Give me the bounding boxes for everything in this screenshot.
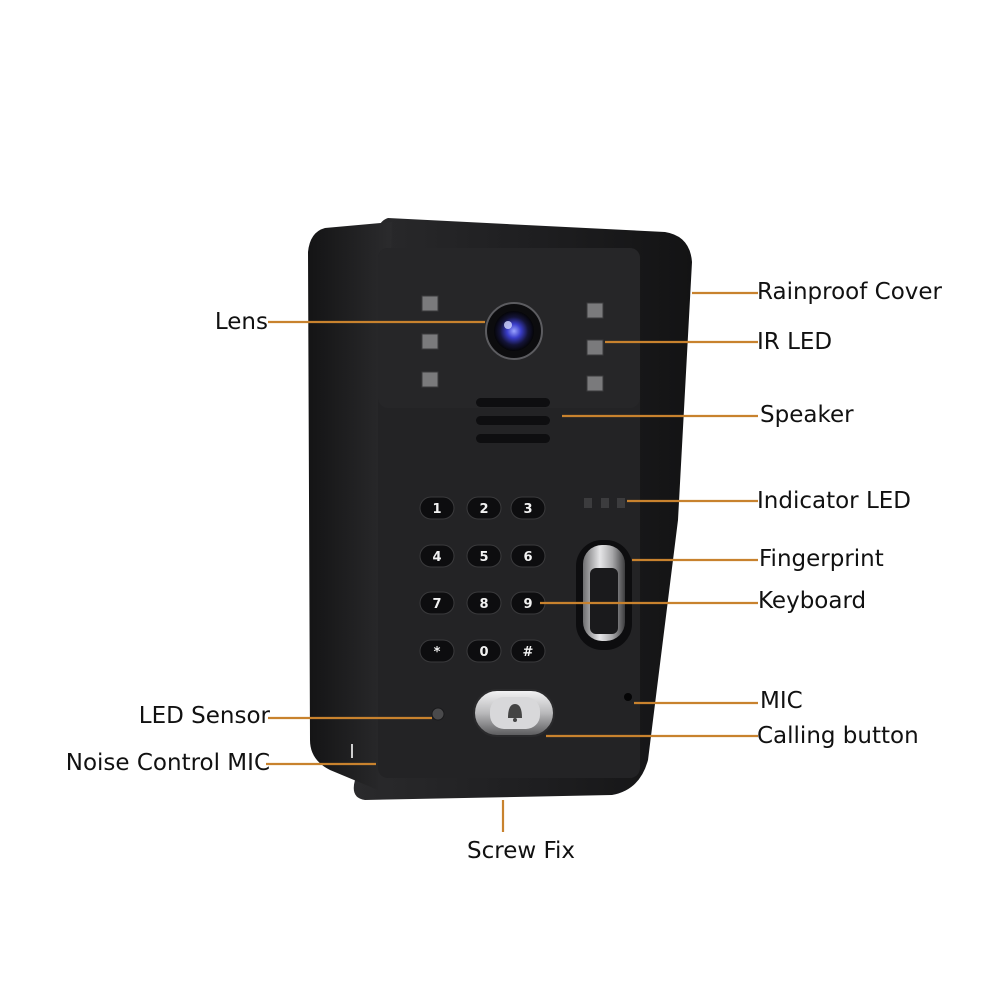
indicator-led [617, 498, 625, 508]
label-screw-fix: Screw Fix [467, 838, 576, 864]
keypad-key: # [510, 639, 546, 663]
keypad-key-label: # [523, 645, 534, 660]
keypad-key-label: 4 [432, 550, 441, 565]
label-fingerprint: Fingerprint [759, 546, 884, 572]
keypad-key: 4 [419, 544, 455, 568]
label-ir-led: IR LED [757, 329, 833, 355]
ir-led [586, 302, 604, 319]
indicator-led [601, 498, 609, 508]
label-noise-control-mic: Noise Control MIC [65, 750, 270, 776]
label-mic: MIC [760, 688, 803, 714]
indicator-led-group [584, 498, 625, 508]
keypad-key-label: 3 [523, 502, 532, 517]
label-rainproof-cover: Rainproof Cover [757, 279, 942, 305]
keypad-key-label: 2 [479, 502, 488, 517]
led-sensor-dot [431, 707, 445, 721]
lens-icon [485, 302, 543, 360]
noise-mic-slot [351, 744, 353, 758]
indicator-led [584, 498, 592, 508]
calling-button-shape [473, 689, 555, 737]
label-speaker: Speaker [760, 402, 854, 428]
keypad-key: 5 [466, 544, 502, 568]
label-led-sensor: LED Sensor [138, 703, 270, 729]
ir-led-group [421, 295, 604, 392]
keypad-key: 1 [419, 496, 455, 520]
keypad-key-label: * [434, 645, 441, 660]
speaker-grille [476, 398, 550, 443]
ir-led [421, 371, 439, 388]
keypad-key-label: 9 [523, 597, 532, 612]
keypad-key: 0 [466, 639, 502, 663]
keypad-key-label: 5 [479, 550, 488, 565]
keypad: 1 2 3 4 5 6 7 8 9 * 0 # [419, 496, 546, 663]
keypad-key: 3 [510, 496, 546, 520]
ir-led [586, 375, 604, 392]
keypad-key-label: 6 [523, 550, 532, 565]
keypad-key-label: 8 [479, 597, 488, 612]
keypad-key: * [419, 639, 455, 663]
bell-icon [508, 704, 522, 718]
keypad-key: 7 [419, 591, 455, 615]
keypad-key-label: 1 [432, 502, 441, 517]
leader-lines [266, 291, 758, 832]
mic-hole [624, 693, 632, 701]
ir-led [421, 333, 439, 350]
label-indicator-led: Indicator LED [757, 488, 912, 514]
label-keyboard: Keyboard [758, 588, 867, 614]
housing-side-wall [308, 222, 392, 790]
keypad-key: 8 [466, 591, 502, 615]
label-lens: Lens [214, 309, 268, 335]
keypad-key-label: 0 [479, 645, 488, 660]
ir-led [586, 339, 604, 356]
fingerprint-sensor [576, 540, 632, 650]
keypad-key: 6 [510, 544, 546, 568]
keypad-key-label: 7 [432, 597, 441, 612]
keypad-key: 9 [510, 591, 546, 615]
keypad-key: 2 [466, 496, 502, 520]
ir-led [421, 295, 439, 312]
label-calling-button: Calling button [757, 723, 919, 749]
